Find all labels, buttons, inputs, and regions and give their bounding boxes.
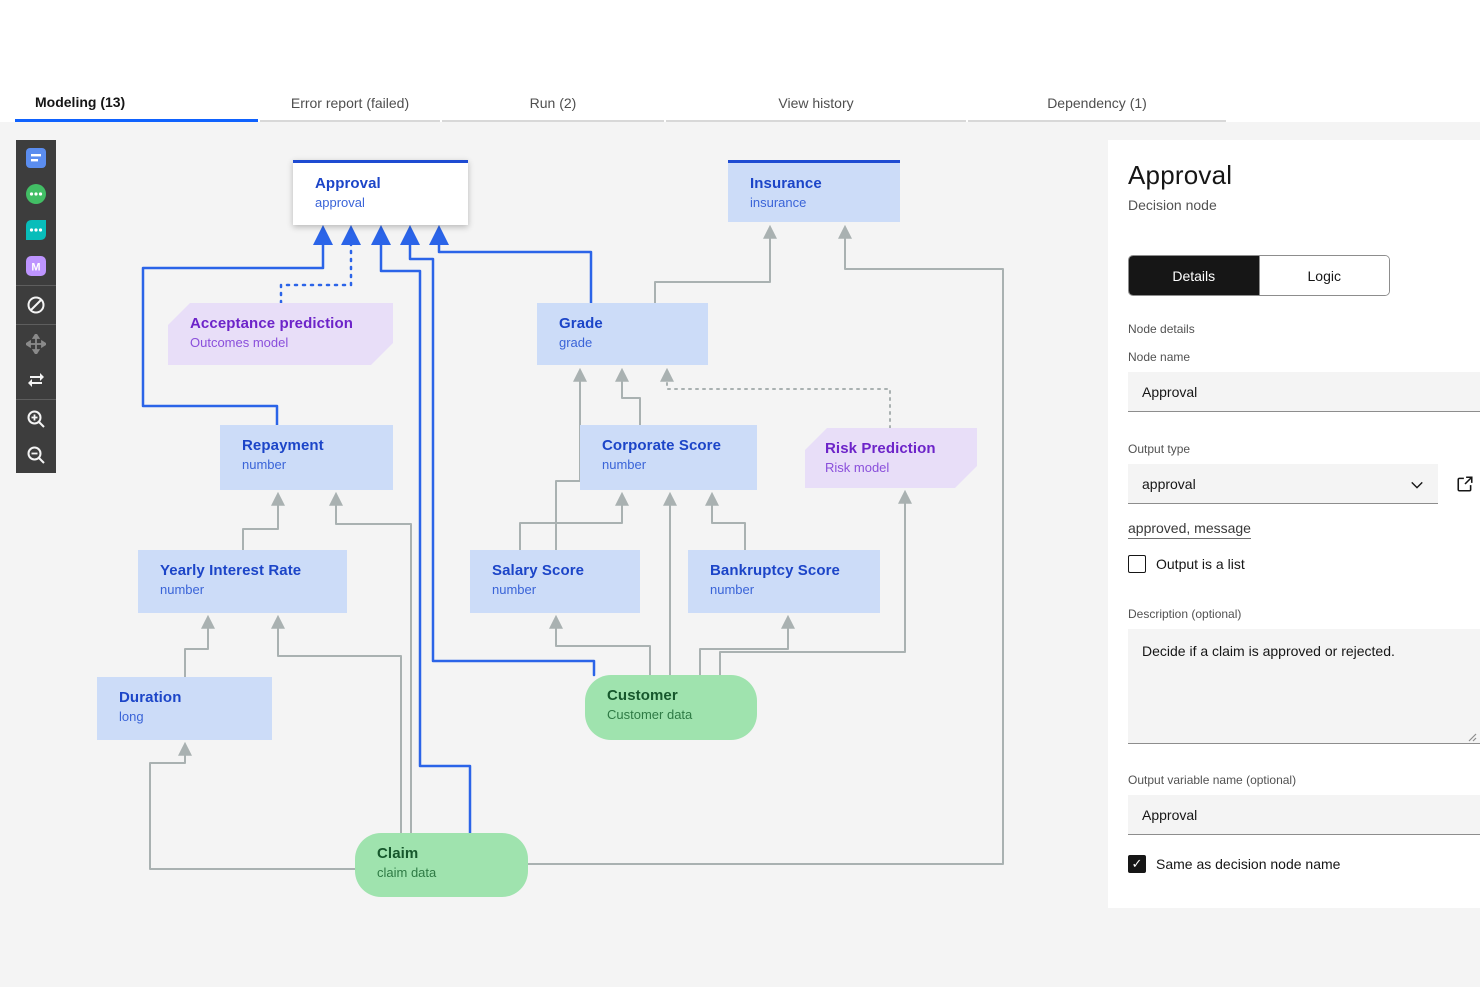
panel-title: Approval: [1128, 160, 1233, 190]
node-corporate-score[interactable]: Corporate Score number: [580, 425, 757, 490]
resize-handle[interactable]: [1467, 732, 1477, 742]
tab-modeling[interactable]: Modeling (13): [15, 85, 258, 122]
output-type-fields-link[interactable]: approved, message: [1128, 520, 1251, 539]
launch-icon[interactable]: [1456, 475, 1474, 493]
tab-error-report[interactable]: Error report (failed): [260, 85, 440, 122]
same-as-node-name-checkbox[interactable]: ✓: [1128, 855, 1146, 873]
zoom-out-icon: [27, 446, 45, 464]
palette-toolbar: M: [16, 140, 56, 473]
node-risk-prediction[interactable]: Risk Prediction Risk model: [805, 428, 977, 488]
node-duration[interactable]: Duration long: [97, 677, 272, 740]
node-details-label: Node details: [1128, 322, 1195, 336]
output-is-list-label: Output is a list: [1156, 556, 1245, 572]
output-variable-label: Output variable name (optional): [1128, 773, 1297, 787]
model-node-button[interactable]: M: [16, 248, 56, 284]
tab-view-history[interactable]: View history: [666, 85, 966, 122]
same-as-node-name-label: Same as decision node name: [1156, 856, 1341, 872]
tab-bar: Modeling (13) Error report (failed) Run …: [0, 85, 1480, 122]
decision-table-icon: [26, 148, 46, 168]
data-node-icon: [26, 184, 46, 204]
disable-button[interactable]: [16, 287, 56, 323]
move-icon: [26, 334, 46, 354]
description-label: Description (optional): [1128, 607, 1242, 621]
model-node-icon: M: [26, 256, 46, 276]
function-node-button[interactable]: [16, 212, 56, 248]
output-type-value[interactable]: [1128, 464, 1438, 504]
zoom-in-icon: [27, 410, 45, 428]
panel-subtitle: Decision node: [1128, 197, 1217, 213]
function-node-icon: [26, 220, 46, 240]
tab-dependency[interactable]: Dependency (1): [968, 85, 1226, 122]
svg-text:M: M: [31, 262, 40, 274]
same-as-node-name-row[interactable]: ✓ Same as decision node name: [1128, 855, 1480, 873]
auto-layout-icon: [28, 373, 44, 387]
output-type-label: Output type: [1128, 442, 1191, 456]
tab-run[interactable]: Run (2): [442, 85, 664, 122]
details-logic-toggle: Details Logic: [1128, 255, 1390, 296]
node-name-input[interactable]: [1128, 372, 1480, 412]
node-name-label: Node name: [1128, 350, 1191, 364]
node-salary-score[interactable]: Salary Score number: [470, 550, 640, 613]
node-grade[interactable]: Grade grade: [537, 303, 708, 365]
node-acceptance-prediction[interactable]: Acceptance prediction Outcomes model: [168, 303, 393, 365]
output-is-list-row[interactable]: Output is a list: [1128, 555, 1480, 573]
node-insurance[interactable]: Insurance insurance: [728, 160, 900, 222]
node-customer[interactable]: Customer Customer data: [585, 675, 757, 740]
zoom-in-button[interactable]: [16, 401, 56, 437]
tab-details[interactable]: Details: [1129, 256, 1259, 295]
decision-table-node-button[interactable]: [16, 140, 56, 176]
node-claim[interactable]: Claim claim data: [355, 833, 528, 897]
output-variable-input[interactable]: [1128, 795, 1480, 835]
description-textarea[interactable]: Decide if a claim is approved or rejecte…: [1128, 629, 1480, 744]
properties-panel: Approval Decision node Details Logic Nod…: [1108, 140, 1480, 908]
tab-logic[interactable]: Logic: [1258, 256, 1389, 295]
data-node-button[interactable]: [16, 176, 56, 212]
output-is-list-checkbox[interactable]: [1128, 555, 1146, 573]
node-repayment[interactable]: Repayment number: [220, 425, 393, 490]
node-bankruptcy-score[interactable]: Bankruptcy Score number: [688, 550, 880, 613]
output-type-dropdown[interactable]: [1128, 464, 1438, 504]
move-button[interactable]: [16, 326, 56, 362]
node-approval[interactable]: Approval approval: [293, 160, 468, 225]
chevron-down-icon: [1411, 481, 1423, 489]
auto-layout-button[interactable]: [16, 362, 56, 398]
disable-icon: [27, 296, 45, 314]
zoom-out-button[interactable]: [16, 437, 56, 473]
node-yearly-interest-rate[interactable]: Yearly Interest Rate number: [138, 550, 347, 613]
